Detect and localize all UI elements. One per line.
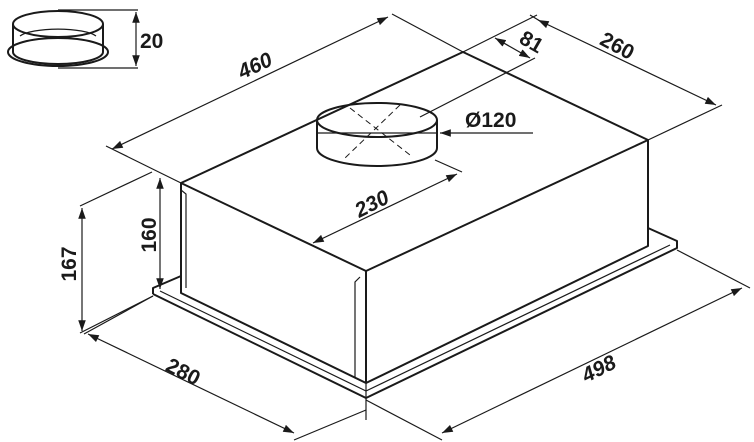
collar-height-label: 20: [140, 30, 163, 53]
collar-detail: [7, 9, 140, 69]
total-height-label: 167: [58, 246, 81, 281]
length-bottom-label: 498: [577, 351, 620, 388]
depth-bottom-label: 280: [162, 354, 204, 390]
duct-diameter-label: Ø120: [465, 109, 516, 132]
duct-offset-label: 81: [515, 27, 547, 59]
duct-position-label: 230: [350, 186, 393, 223]
hood-body: [152, 51, 678, 399]
dimension-lines: [78, 13, 751, 441]
length-top-label: 460: [234, 48, 277, 84]
depth-top-label: 260: [596, 28, 638, 65]
body-height-label: 160: [138, 217, 161, 252]
